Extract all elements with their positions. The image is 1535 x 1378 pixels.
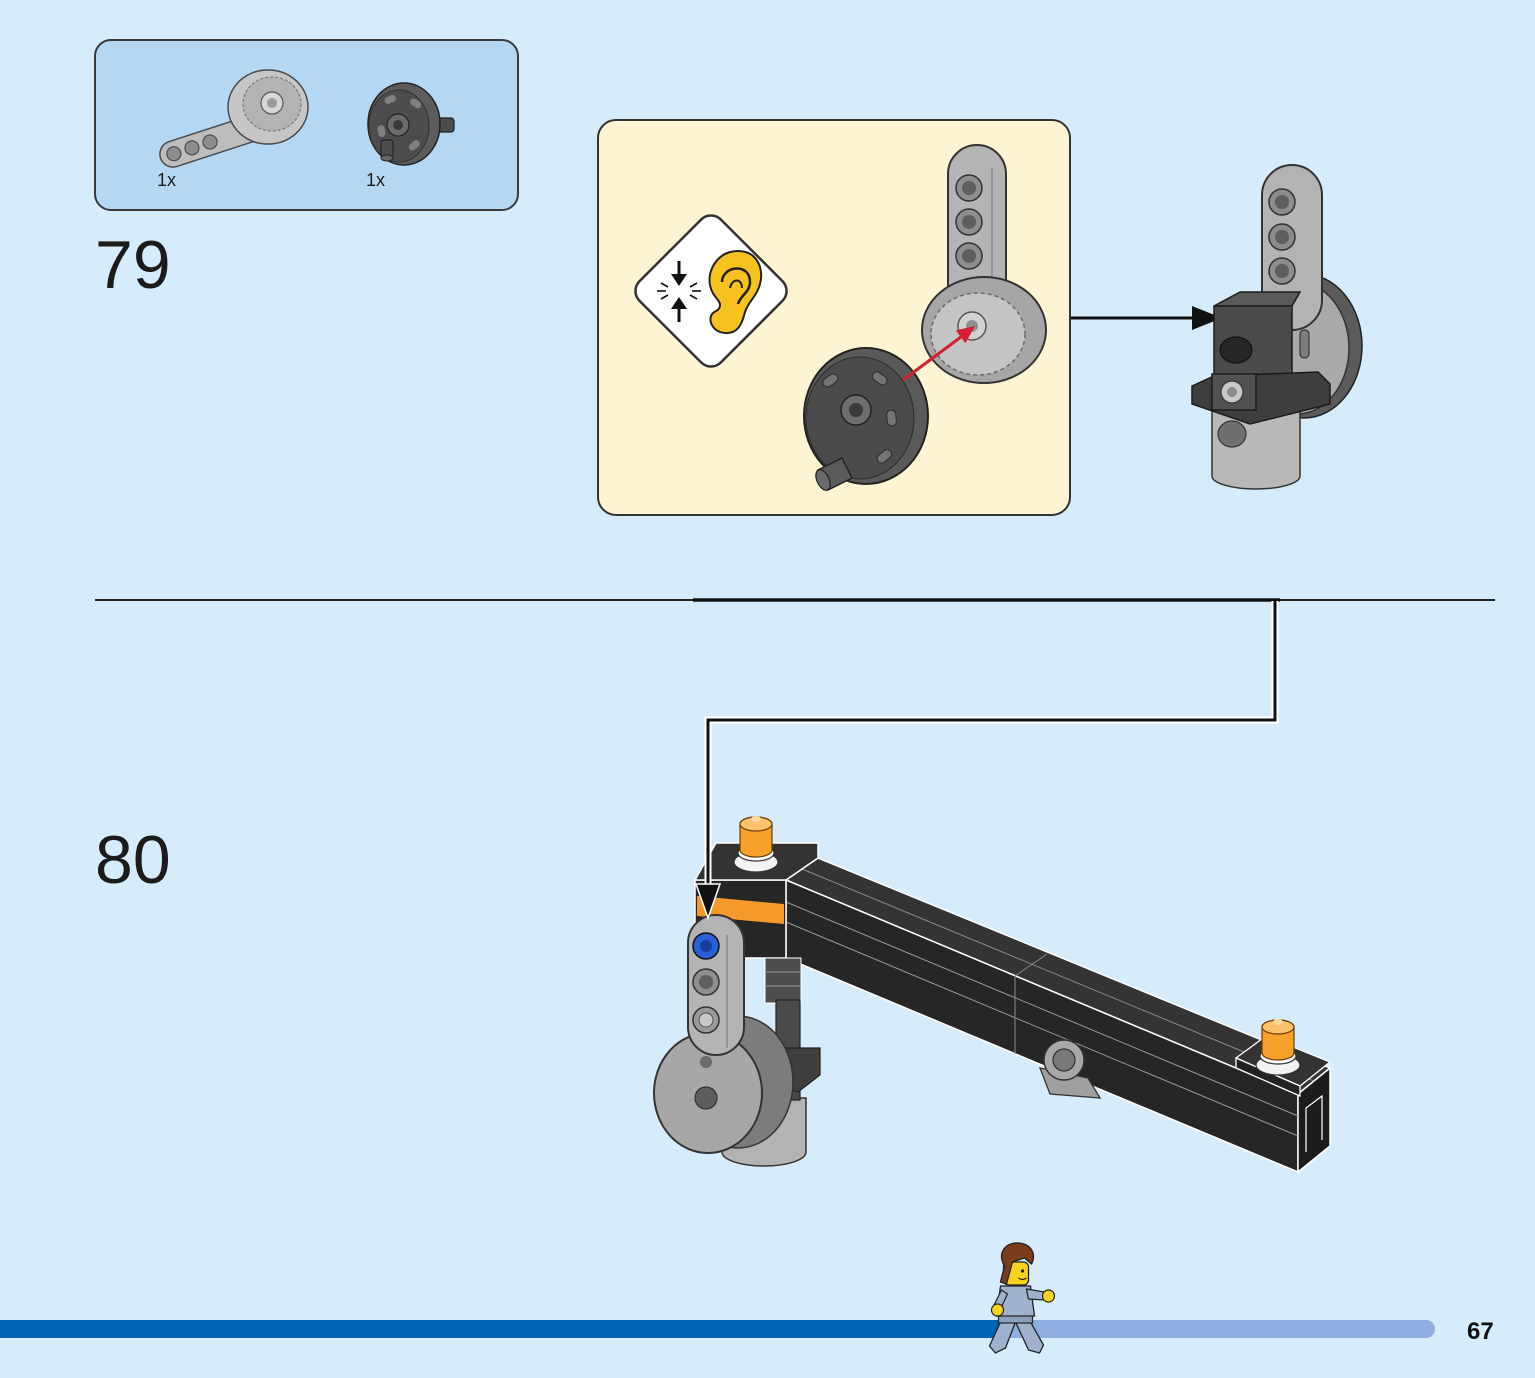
parts-list: 1x 1x [94,39,519,211]
step-79-result-assembly [1191,164,1363,490]
lever-part [653,914,794,1154]
gear-disc-part-icon [367,82,455,166]
orange-light [1255,1019,1301,1076]
gear-disc-part [803,347,929,492]
ear-icon [708,249,763,335]
part-quantity: 1x [157,170,176,190]
page-number: 67 [1467,1318,1494,1345]
part-quantity: 1x [366,170,385,190]
subassembly-callout [597,119,1071,516]
orange-light [733,816,779,873]
parts-list-box [94,39,519,211]
attach-connector-arrow [694,601,1279,921]
step-number: 80 [95,822,171,898]
progress-fill [0,1320,1005,1338]
lever-gear-part-icon [159,69,309,168]
step-80-main-assembly [653,816,1332,1174]
lever-part [921,144,1047,384]
progress-bar [0,1320,1435,1338]
lever-beam [159,116,261,168]
minifigure-icon [988,1242,1056,1354]
step-number: 79 [95,227,171,303]
pin-connector [1038,1039,1102,1099]
click-sound-icon [634,214,788,368]
result-arrow [1071,306,1222,330]
insert-arrow [902,326,975,382]
